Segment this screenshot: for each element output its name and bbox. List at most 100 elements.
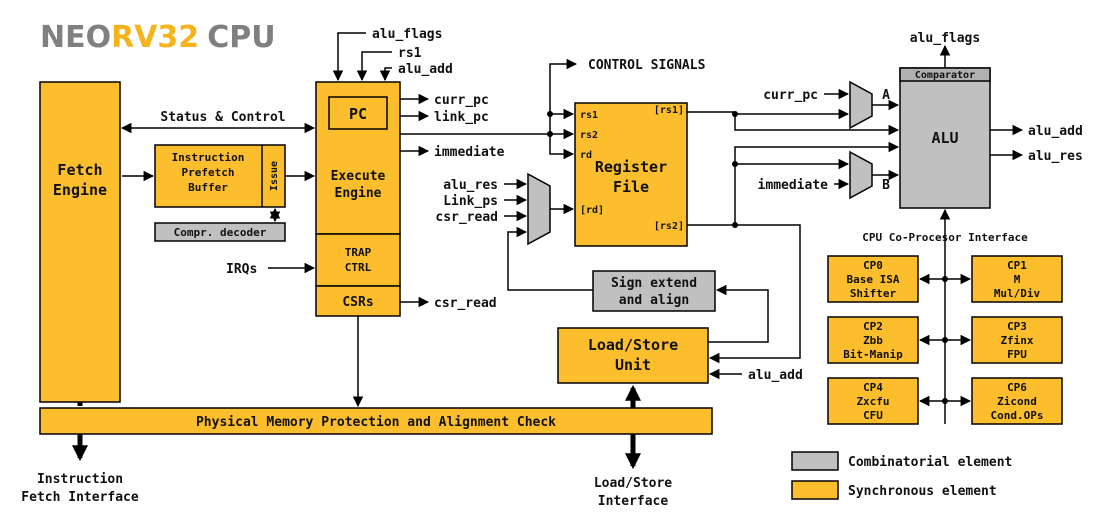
compr-decoder-block [154, 222, 286, 242]
pc-label: PC [349, 105, 367, 123]
operand-b-label: B [882, 178, 890, 193]
cp6-block [971, 377, 1063, 425]
rf-port-rs1-out: [rs1] [654, 105, 684, 116]
pmp-block [39, 407, 713, 435]
cp3-block [971, 316, 1063, 364]
junction-dot [942, 398, 948, 404]
load-store-unit-block [557, 327, 709, 384]
rf-port-rd: rd [580, 150, 592, 161]
link-ps-mux-label: Link_ps [443, 194, 498, 209]
cp3-label-2: Zfinx [1000, 334, 1033, 347]
legend-swatch-synchronous [791, 480, 839, 500]
operand-a-label: A [882, 88, 890, 103]
operand-mux-b [849, 150, 873, 200]
status-control-label: Status & Control [160, 110, 285, 125]
junction-dot [547, 111, 553, 117]
cp0-label-3: Shifter [850, 287, 897, 300]
rs1-input-label: rs1 [398, 46, 422, 61]
rf-port-rs1: rs1 [580, 110, 598, 121]
cp4-label-3: CFU [863, 409, 883, 422]
junction-dot [732, 111, 738, 117]
immediate-muxb-label: immediate [758, 178, 829, 193]
curr-pc-out-label: curr_pc [434, 93, 489, 108]
register-file-label-2: File [613, 178, 649, 196]
trap-label-1: TRAP [345, 246, 372, 259]
writeback-mux [527, 172, 551, 246]
cp1-label-1: CP1 [1007, 259, 1027, 272]
rs2-to-lsu-arrow [687, 224, 801, 364]
lsu-label-1: Load/Store [588, 336, 678, 354]
lsu-label-2: Unit [615, 356, 651, 374]
rf-port-rs2: rs2 [580, 130, 598, 141]
comparator-label: Comparator [915, 70, 975, 81]
execute-engine-label-1: Execute [331, 169, 386, 184]
alu-add-lsu-label: alu_add [748, 368, 803, 383]
junction-dot [732, 161, 738, 167]
register-file-label-1: Register [595, 158, 667, 176]
control-signals-label: CONTROL SIGNALS [588, 58, 706, 73]
cp1-label-3: Mul/Div [994, 287, 1041, 300]
load-store-interface-label-2: Interface [598, 494, 669, 509]
csr-read-out-label: csr_read [434, 296, 497, 311]
curr-pc-muxa-label: curr_pc [763, 88, 818, 103]
alu-res-mux-label: alu_res [443, 178, 498, 193]
fetch-engine-block [39, 81, 121, 403]
compr-decoder-label: Compr. decoder [174, 226, 267, 239]
sign-extend-label-1: Sign extend [611, 276, 697, 291]
register-file-block [574, 102, 688, 247]
cp3-label-1: CP3 [1007, 320, 1027, 333]
prefetch-label-2: Prefetch [182, 166, 235, 179]
pmp-label: Physical Memory Protection and Alignment… [196, 415, 556, 430]
cp4-label-1: CP4 [863, 381, 883, 394]
cp3-label-3: FPU [1007, 348, 1027, 361]
lsu-to-sign-extend-arrow [708, 284, 769, 343]
csr-read-mux-label: csr_read [435, 210, 498, 225]
alu-add-out-label: alu_add [1028, 124, 1083, 139]
sign-extend-label-2: and align [619, 293, 689, 308]
alu-flags-out-label: alu_flags [910, 31, 980, 46]
alu-res-out-label: alu_res [1028, 149, 1083, 164]
fetch-engine-label-2: Engine [53, 181, 107, 199]
pc-block [328, 96, 388, 130]
fetch-engine-label-1: Fetch [57, 161, 102, 179]
cp0-label-2: Base ISA [847, 273, 900, 286]
cp2-block [827, 316, 919, 364]
load-store-interface-label-1: Load/Store [594, 476, 672, 491]
cp6-label-3: Cond.OPs [991, 409, 1044, 422]
cp2-label-1: CP2 [863, 320, 883, 333]
alu-add-input-label: alu_add [398, 62, 453, 77]
issue-label: Issue [269, 161, 280, 191]
prefetch-label-1: Instruction [172, 151, 245, 164]
immediate-out-label: immediate [434, 145, 505, 160]
rf-port-rs2-out: [rs2] [654, 221, 684, 232]
trap-ctrl-block [315, 233, 401, 287]
cp4-block [827, 377, 919, 425]
junction-dot [942, 276, 948, 282]
cp2-label-3: Bit-Manip [843, 348, 903, 361]
alu-block [899, 67, 991, 209]
csrs-label: CSRs [342, 295, 373, 310]
cp6-label-2: Zicond [997, 395, 1037, 408]
control-signals-arrow [549, 58, 578, 114]
alu-flags-input-arrow [332, 32, 366, 82]
cp6-label-1: CP6 [1007, 381, 1027, 394]
junction-dot [732, 222, 738, 228]
rs1-to-muxa-arrow [687, 108, 850, 120]
cp4-label-2: Zxcfu [856, 395, 889, 408]
legend-label-synchronous: Synchronous element [848, 484, 997, 499]
junction-dot [547, 131, 553, 137]
instruction-fetch-interface-label-2: Fetch Interface [21, 490, 139, 505]
legend-swatch-combinatorial [791, 451, 839, 471]
cp0-block [827, 255, 919, 303]
irqs-label: IRQs [226, 262, 257, 277]
alu-add-input-arrow [379, 67, 392, 82]
legend-label-combinatorial: Combinatorial element [848, 455, 1012, 470]
cp0-label-1: CP0 [863, 259, 883, 272]
sign-extend-block [592, 270, 716, 312]
rs1-input-arrow [356, 51, 392, 82]
instruction-fetch-interface-label-1: Instruction [37, 472, 123, 487]
operand-mux-a [849, 80, 873, 130]
